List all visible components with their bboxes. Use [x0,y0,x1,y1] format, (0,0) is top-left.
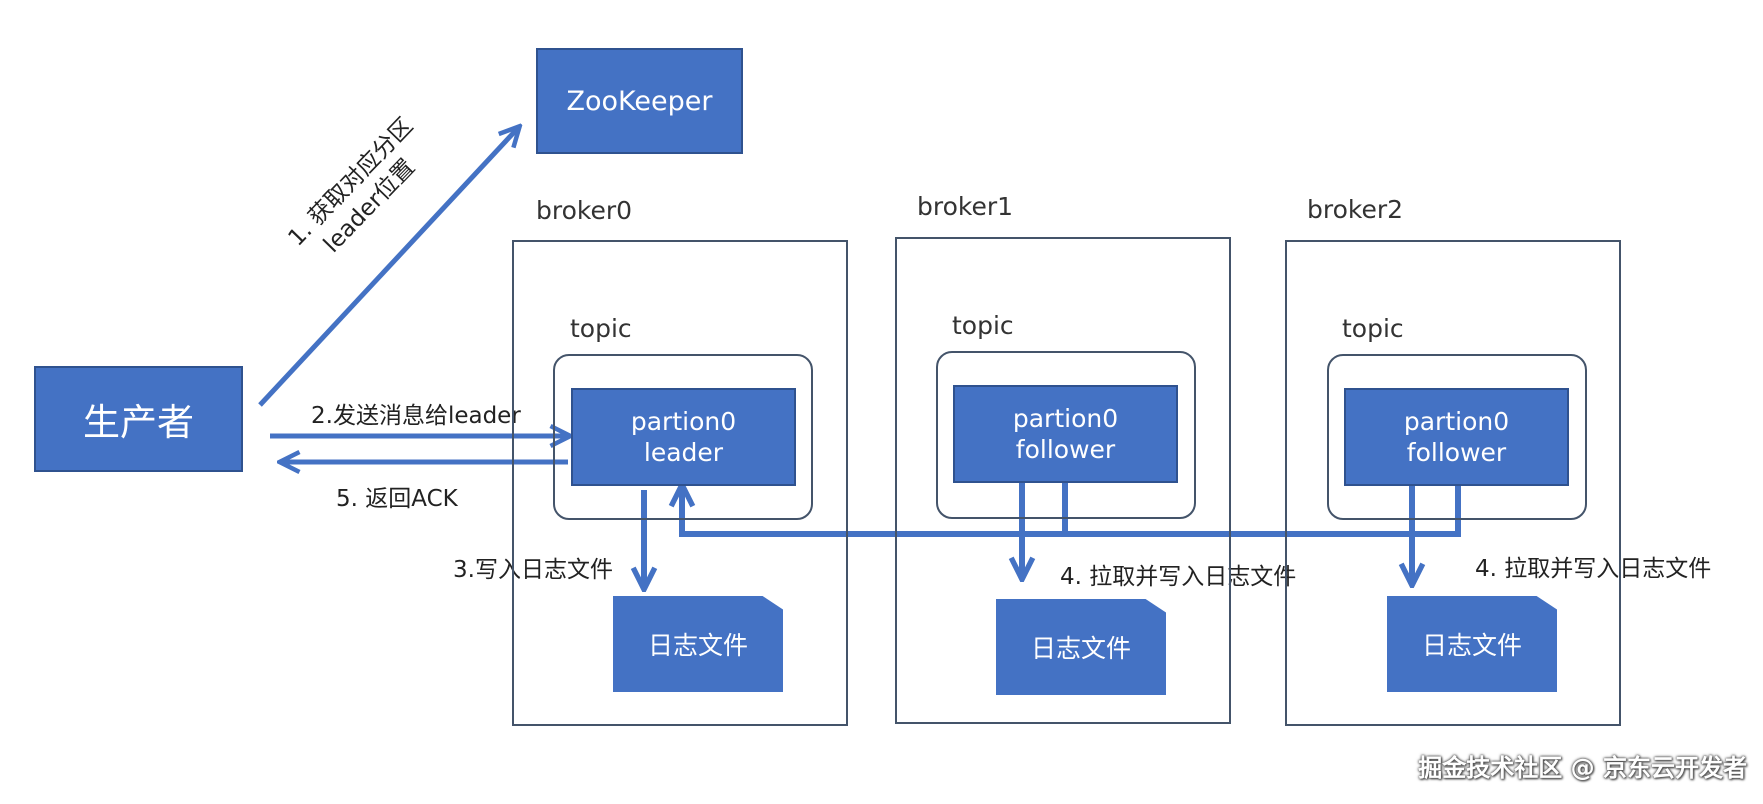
arrow-fetch-to-leader [682,485,1461,537]
broker1-partition-follower: partion0 follower [953,385,1178,483]
broker0-topic-frame [553,354,813,520]
broker2-partition-name: partion0 [1403,407,1510,436]
zookeeper-label: ZooKeeper [566,85,713,117]
broker1-label: broker1 [917,192,1014,221]
broker2-label: broker2 [1307,195,1404,224]
zookeeper-box: ZooKeeper [536,48,743,154]
step2-label: 2.发送消息给leader [311,403,521,429]
step4-broker2-label: 4. 拉取并写入日志文件 [1475,556,1712,582]
broker0-topic-label: topic [570,314,632,343]
broker1-partition-role: follower [1015,435,1116,464]
broker2-topic-frame [1327,354,1587,520]
producer-box: 生产者 [34,366,243,472]
producer-label: 生产者 [83,401,194,444]
broker1-topic-label: topic [952,311,1014,340]
broker0-partition-name: partion0 [630,407,737,436]
broker1-frame [895,237,1231,724]
broker2-partition-follower: partion0 follower [1344,388,1569,486]
broker0-label: broker0 [536,196,633,225]
broker1-log-label: 日志文件 [1030,634,1131,663]
broker2-log-label: 日志文件 [1421,631,1522,660]
broker1-log-file: 日志文件 [996,599,1166,695]
broker0-log-file: 日志文件 [613,596,783,692]
broker0-log-label: 日志文件 [647,631,748,660]
step3-label: 3.写入日志文件 [453,557,613,583]
broker0-partition-leader: partion0 leader [571,388,796,486]
step5-label: 5. 返回ACK [336,486,458,512]
broker0-frame [512,240,848,726]
broker2-log-file: 日志文件 [1387,596,1557,692]
step4-broker1-label: 4. 拉取并写入日志文件 [1060,564,1297,590]
broker2-frame [1285,240,1621,726]
watermark: 掘金技术社区 @ 京东云开发者 [1418,754,1747,782]
broker1-topic-frame [936,351,1196,519]
broker2-topic-label: topic [1342,314,1404,343]
broker0-partition-role: leader [643,438,724,467]
arrow-get-leader-location [258,128,518,407]
broker1-partition-name: partion0 [1012,404,1119,433]
broker2-partition-role: follower [1406,438,1507,467]
